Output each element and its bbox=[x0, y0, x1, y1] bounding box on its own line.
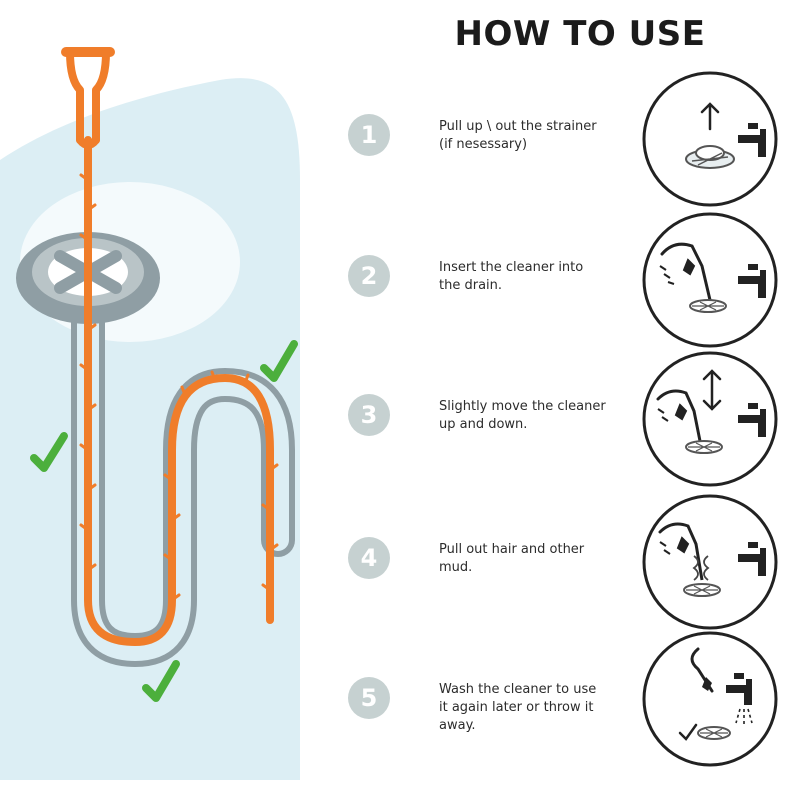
step-2: 2 Insert the cleaner into the drain. bbox=[0, 212, 800, 375]
step-text: Slightly move the cleaner up and down. bbox=[439, 399, 606, 432]
strainer-up-icon bbox=[642, 71, 778, 207]
step-4: 4 Pull out hair and other mud. bbox=[0, 494, 800, 657]
cleaner-barbs bbox=[79, 173, 279, 602]
move-up-down-icon bbox=[642, 351, 778, 487]
wash-cleaner-icon bbox=[642, 631, 778, 767]
step-3: 3 Slightly move the cleaner up and down. bbox=[0, 351, 800, 514]
step-text: Pull out hair and other mud. bbox=[439, 542, 585, 575]
page-title: HOW TO USE bbox=[454, 14, 706, 54]
pull-out-hair-icon bbox=[642, 494, 778, 630]
cleaner-strip bbox=[84, 136, 274, 646]
step-text: Wash the cleaner to use it again later o… bbox=[439, 682, 597, 733]
check-icon bbox=[142, 660, 180, 702]
step-number: 4 bbox=[348, 537, 390, 579]
step-text: Insert the cleaner into the drain. bbox=[439, 260, 584, 293]
step-text: Pull up \ out the strainer (if nesessary… bbox=[439, 119, 597, 152]
check-icons bbox=[30, 340, 298, 702]
insert-cleaner-icon bbox=[642, 212, 778, 348]
step-number: 2 bbox=[348, 255, 390, 297]
step-5: 5 Wash the cleaner to use it again later… bbox=[0, 631, 800, 797]
check-icon bbox=[260, 340, 298, 382]
step-1: 1 Pull up \ out the strainer (if nesessa… bbox=[0, 71, 800, 234]
step-number: 3 bbox=[348, 394, 390, 436]
cleaner-handle bbox=[61, 47, 115, 149]
step-number: 1 bbox=[348, 114, 390, 156]
step-number: 5 bbox=[348, 677, 390, 719]
check-icon bbox=[30, 432, 68, 472]
